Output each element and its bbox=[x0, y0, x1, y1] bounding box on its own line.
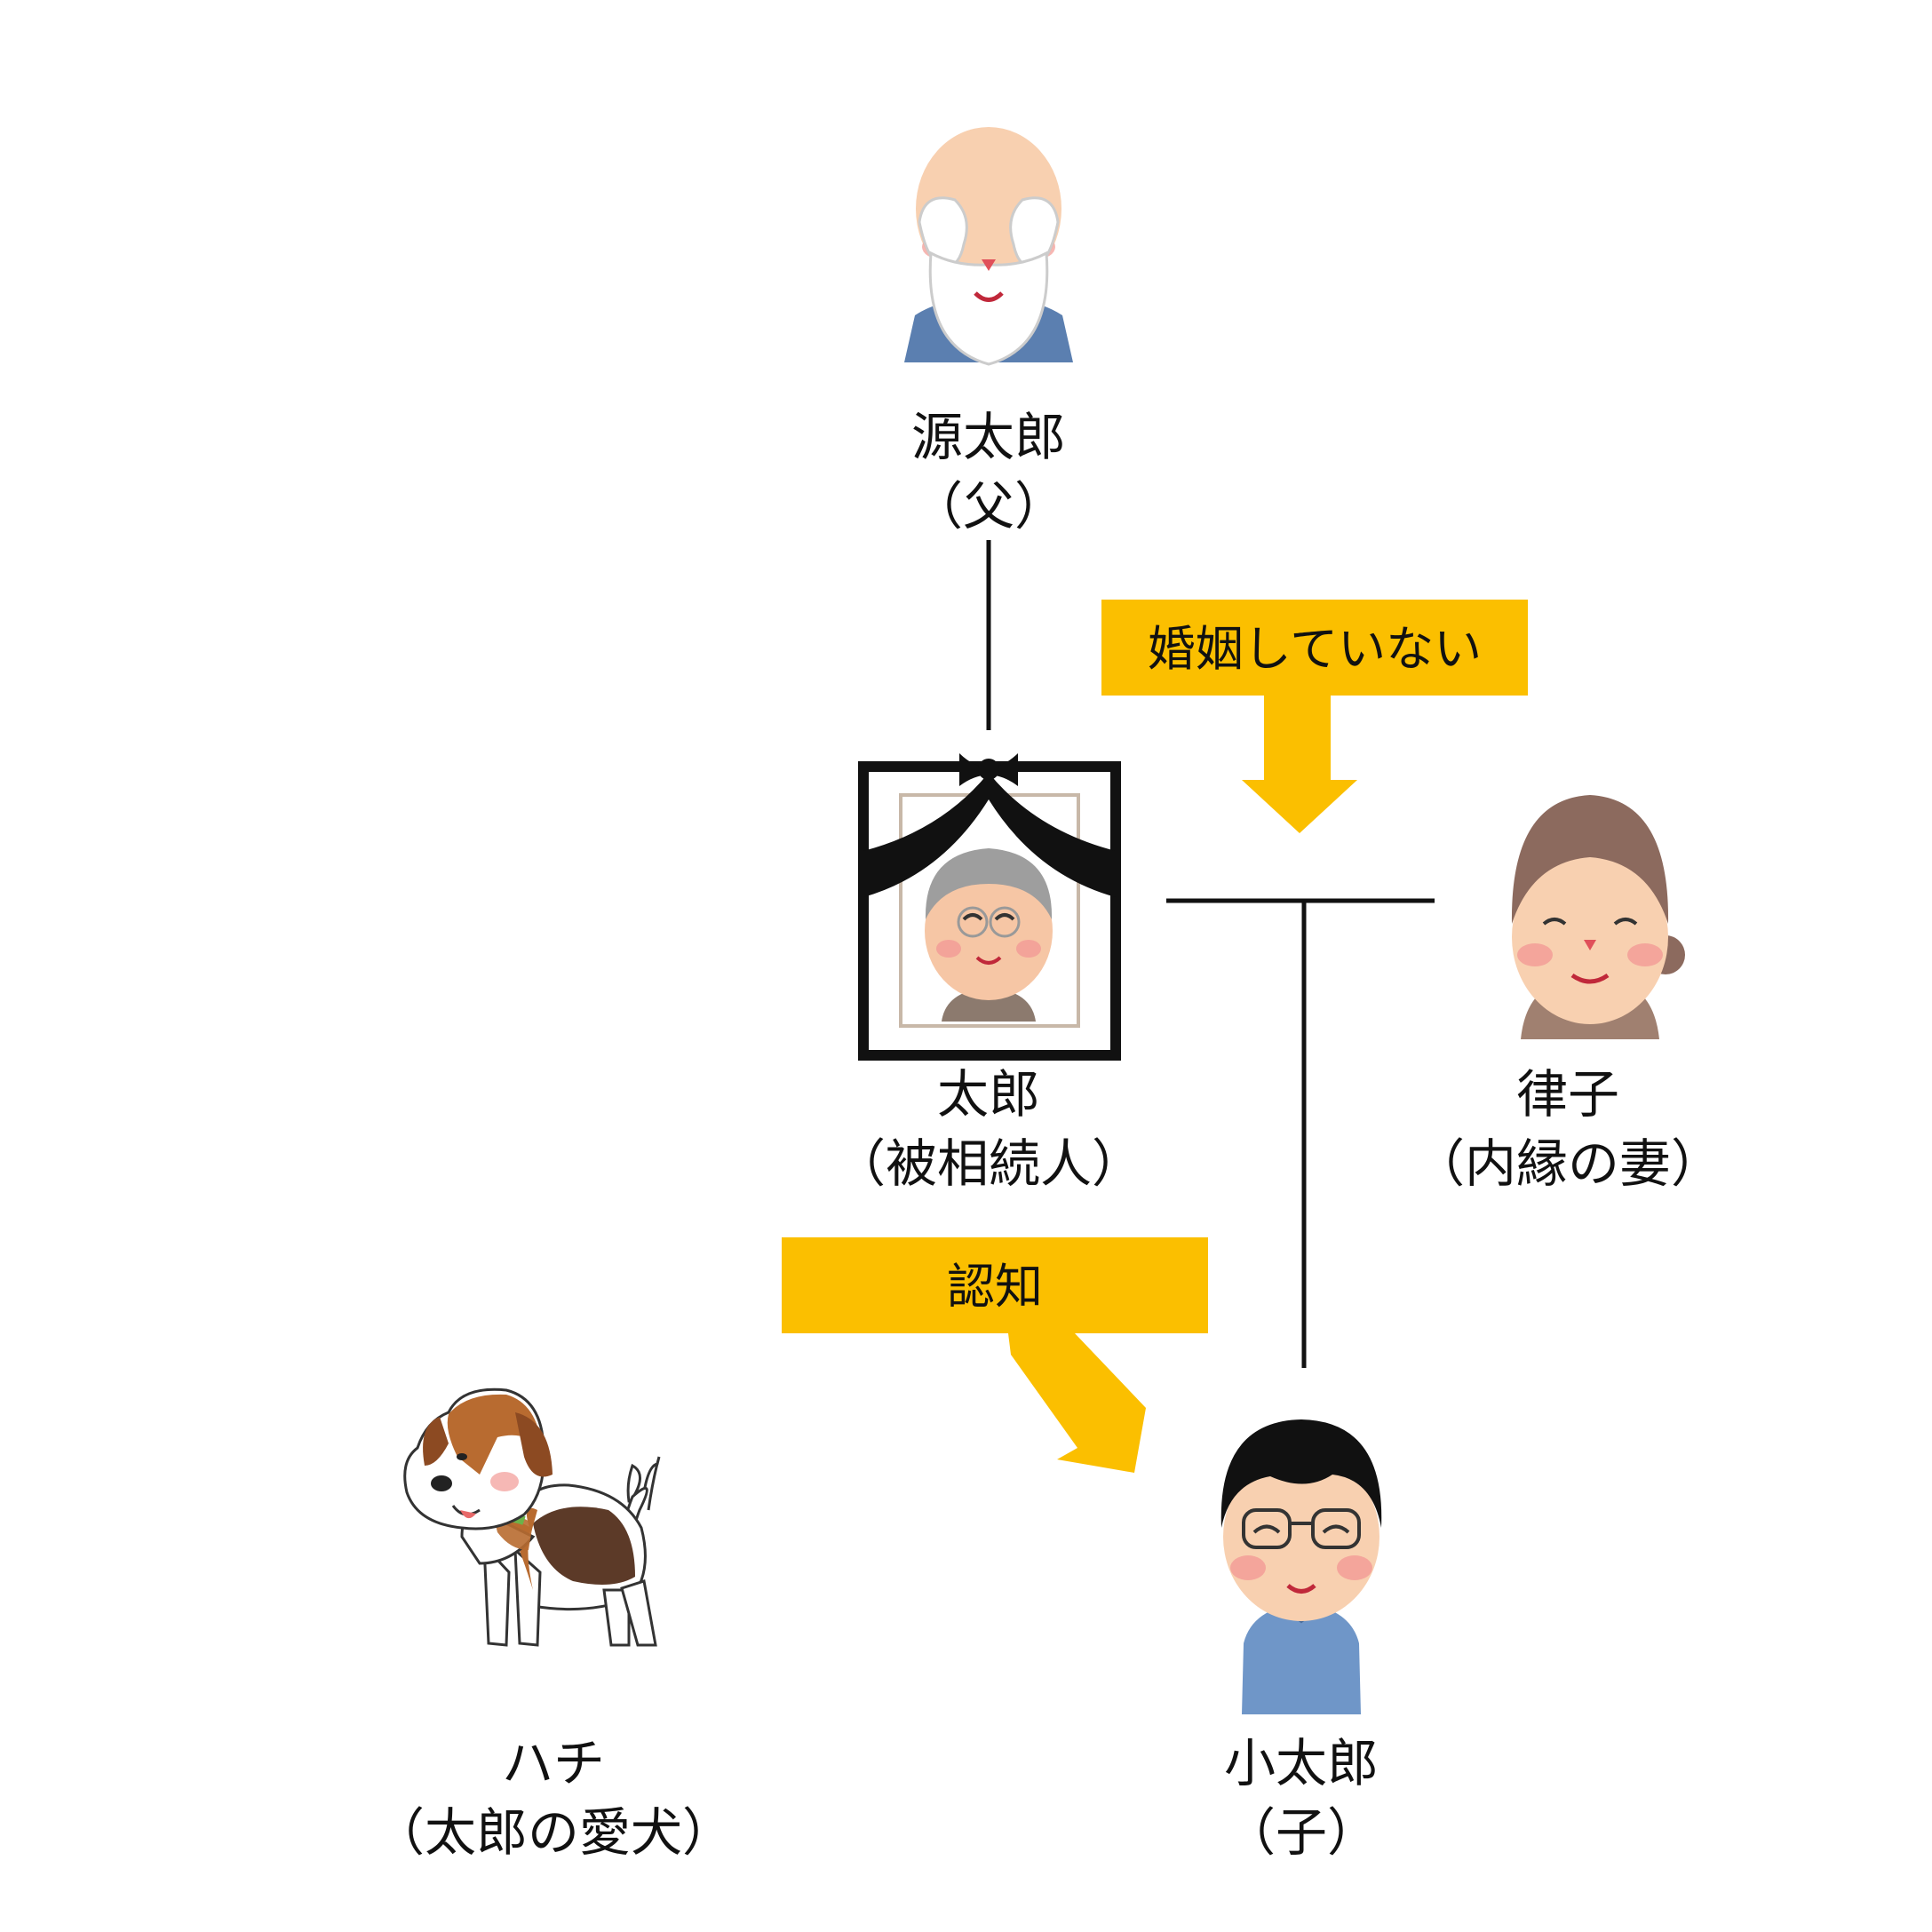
child-avatar-icon bbox=[1220, 1419, 1382, 1714]
dog-icon bbox=[403, 1387, 661, 1647]
child-relation: （子） bbox=[1224, 1802, 1379, 1863]
acknowledged-callout-text: 認知 bbox=[947, 1259, 1043, 1315]
partner-relation: （内縁の妻） bbox=[1413, 1133, 1722, 1194]
child-name: 小太郎 bbox=[1224, 1733, 1379, 1793]
father-relation: （父） bbox=[911, 476, 1066, 537]
dog-relation: （太郎の愛犬） bbox=[373, 1802, 734, 1863]
not-married-arrow bbox=[1242, 696, 1357, 833]
memorial-portrait-icon bbox=[858, 753, 1121, 1061]
deceased-name: 太郎 bbox=[937, 1064, 1040, 1125]
partner-avatar-icon bbox=[1511, 795, 1685, 1039]
father-avatar-icon bbox=[904, 127, 1073, 366]
father-name: 源太郎 bbox=[911, 407, 1066, 467]
dog-name: ハチ bbox=[502, 1733, 605, 1793]
deceased-relation: （被相続人） bbox=[834, 1133, 1143, 1194]
acknowledged-arrow bbox=[1008, 1333, 1146, 1473]
partner-name: 律子 bbox=[1516, 1064, 1619, 1125]
not-married-callout-box bbox=[1101, 600, 1528, 696]
acknowledged-callout-box bbox=[782, 1237, 1208, 1333]
not-married-callout-text: 婚姻していない bbox=[1148, 621, 1482, 677]
